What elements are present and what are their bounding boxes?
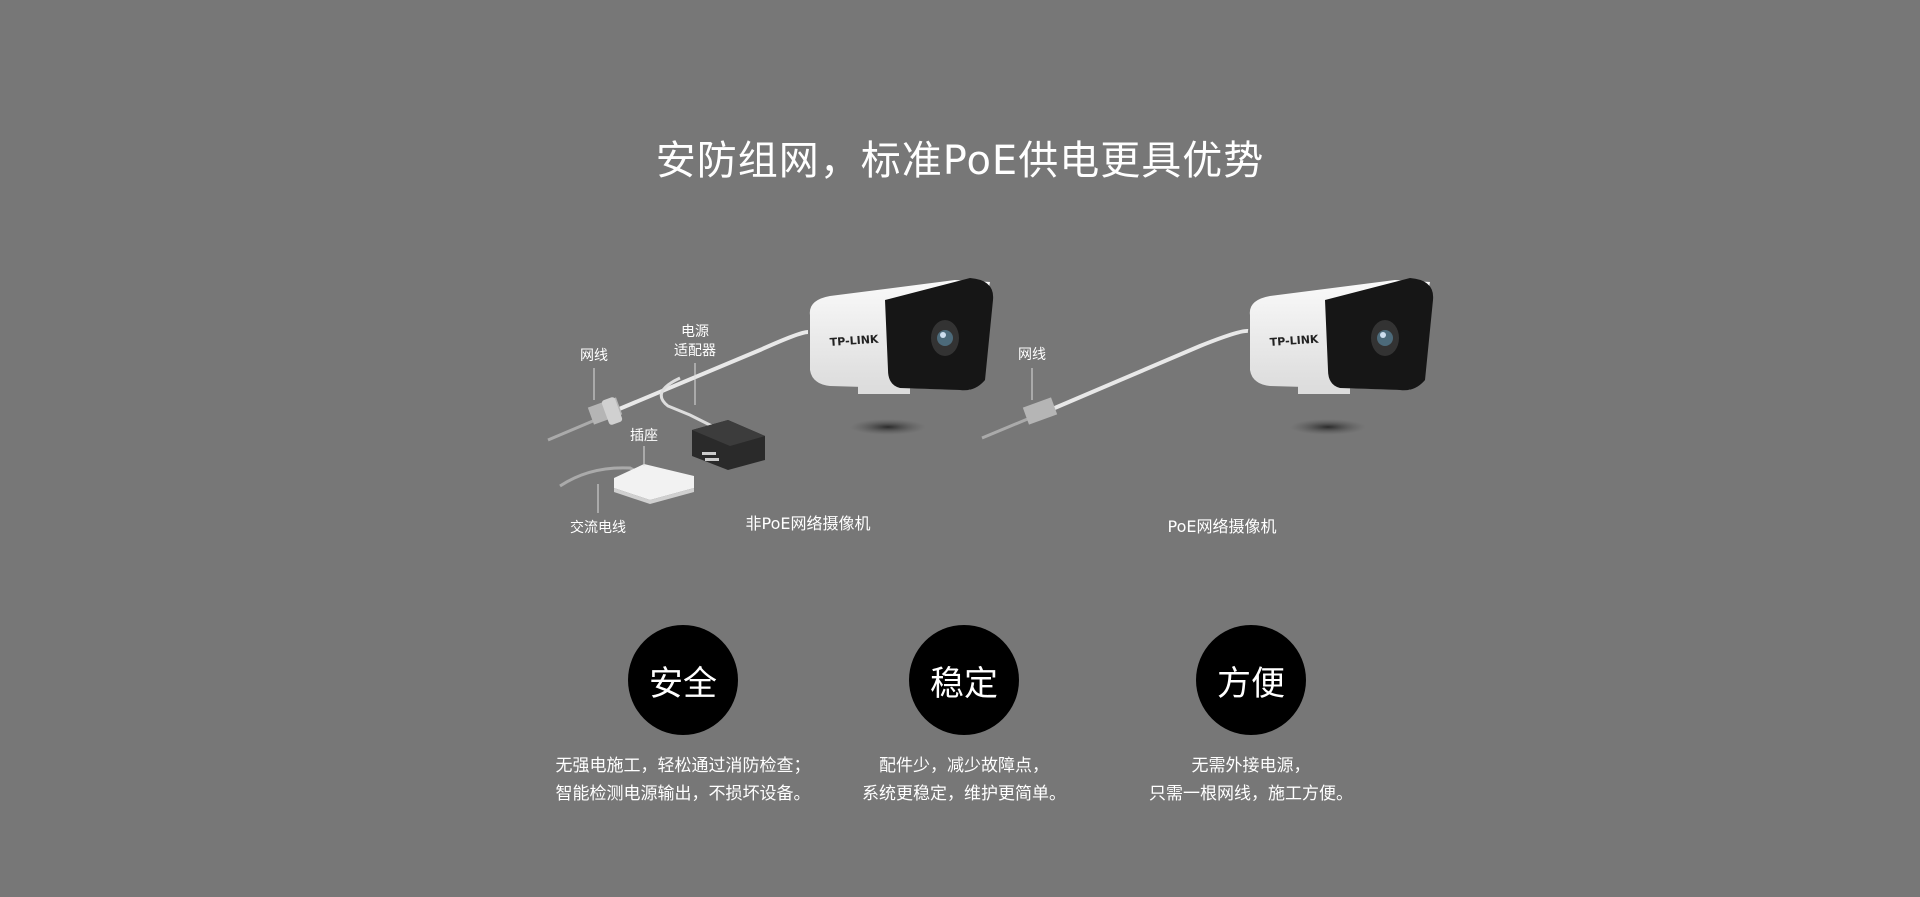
description-line: 只需一根网线，施工方便。: [1149, 784, 1353, 804]
description-line: 无强电施工，轻松通过消防检查；: [555, 756, 811, 776]
feature-description-convenience: 无需外接电源， 只需一根网线，施工方便。: [1081, 752, 1421, 808]
power-adapter-icon: [692, 420, 765, 470]
rj45-connector-icon: [1022, 397, 1058, 425]
feature-badge-convenience: 方便: [1196, 625, 1306, 735]
feature-description-stability: 配件少，减少故障点， 系统更稳定，维护更简单。: [794, 752, 1134, 808]
brand-logo: TP-LINK: [1269, 333, 1319, 349]
description-line: 配件少，减少故障点，: [879, 756, 1049, 776]
description-line: 智能检测电源输出，不损坏设备。: [555, 784, 811, 804]
brand-logo: TP-LINK: [829, 333, 879, 349]
label-network-cable: 网线: [580, 348, 608, 364]
caption-non-poe-camera: 非PoE网络摄像机: [745, 514, 871, 533]
rj45-connector-icon: [587, 397, 623, 425]
caption-poe-camera: PoE网络摄像机: [1167, 517, 1277, 536]
label-network-cable: 网线: [1018, 347, 1046, 363]
feature-badge-safety: 安全: [628, 625, 738, 735]
feature-description-safety: 无强电施工，轻松通过消防检查； 智能检测电源输出，不损坏设备。: [513, 752, 853, 808]
label-power-adapter-2: 适配器: [674, 343, 716, 359]
feature-badge-stability: 稳定: [909, 625, 1019, 735]
page-title: 安防组网，标准PoE供电更具优势: [655, 138, 1265, 184]
label-socket: 插座: [630, 428, 658, 444]
label-power-adapter-1: 电源: [681, 324, 709, 340]
camera-right-icon: TP-LINK: [1249, 278, 1434, 435]
camera-left-icon: TP-LINK: [809, 278, 994, 435]
left-cables: [547, 330, 809, 488]
description-line: 无需外接电源，: [1191, 756, 1311, 776]
description-line: 系统更稳定，维护更简单。: [862, 784, 1066, 804]
wall-socket-icon: [614, 464, 694, 504]
label-ac-cable: 交流电线: [570, 520, 626, 536]
